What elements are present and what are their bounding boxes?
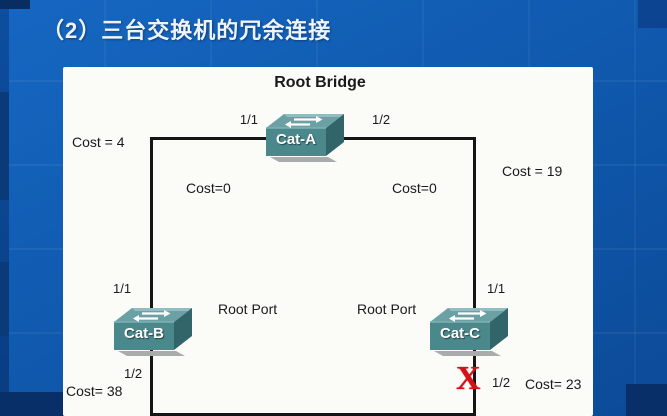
bg-left-strip xyxy=(0,0,9,416)
slide-title: （2）三台交换机的冗余连接 xyxy=(42,18,332,43)
switch-label: Cat-B xyxy=(124,325,164,342)
blocked-port-x-icon: X xyxy=(456,360,481,397)
switch-label: Cat-C xyxy=(440,325,480,342)
switch-cat-c: Cat-C xyxy=(428,298,512,360)
port-label-cat-b-1-1: 1/1 xyxy=(113,281,132,296)
switch-cat-b: Cat-B xyxy=(112,298,196,360)
cost-zero-label-right: Cost=0 xyxy=(392,180,437,196)
bg-corner-bottomleft xyxy=(0,392,63,416)
bg-left-segment xyxy=(0,92,9,200)
bg-corner-topleft xyxy=(0,0,30,9)
switch-icon xyxy=(430,308,508,356)
cost-label-cat-c: Cost= 23 xyxy=(525,376,582,392)
cost-label-left-link: Cost = 4 xyxy=(72,134,125,150)
cost-label-right-link: Cost = 19 xyxy=(502,163,563,179)
switch-icon xyxy=(266,114,344,162)
root-port-caption-cat-c: Root Port xyxy=(357,301,417,317)
cost-zero-label-left: Cost=0 xyxy=(186,180,231,196)
port-label-cat-a-1-1: 1/1 xyxy=(239,112,258,127)
port-label-cat-c-1-1: 1/1 xyxy=(487,281,506,296)
link-left-vertical xyxy=(150,137,153,416)
link-right-vertical xyxy=(473,137,476,416)
cost-label-cat-b: Cost= 38 xyxy=(66,383,123,399)
switch-cat-a: Cat-A xyxy=(264,104,348,166)
bg-corner-topright xyxy=(638,0,667,28)
switch-icon xyxy=(114,308,192,356)
port-label-cat-b-1-2: 1/2 xyxy=(124,366,143,381)
port-label-cat-a-1-2: 1/2 xyxy=(372,112,391,127)
bg-left-segment xyxy=(0,262,9,336)
bg-corner-bottomright xyxy=(626,384,667,416)
root-bridge-caption: Root Bridge xyxy=(274,74,366,91)
root-port-caption-cat-b: Root Port xyxy=(218,301,278,317)
switch-label: Cat-A xyxy=(276,131,316,148)
link-bottom-horizontal xyxy=(150,413,476,416)
port-label-cat-c-1-2: 1/2 xyxy=(492,375,511,390)
